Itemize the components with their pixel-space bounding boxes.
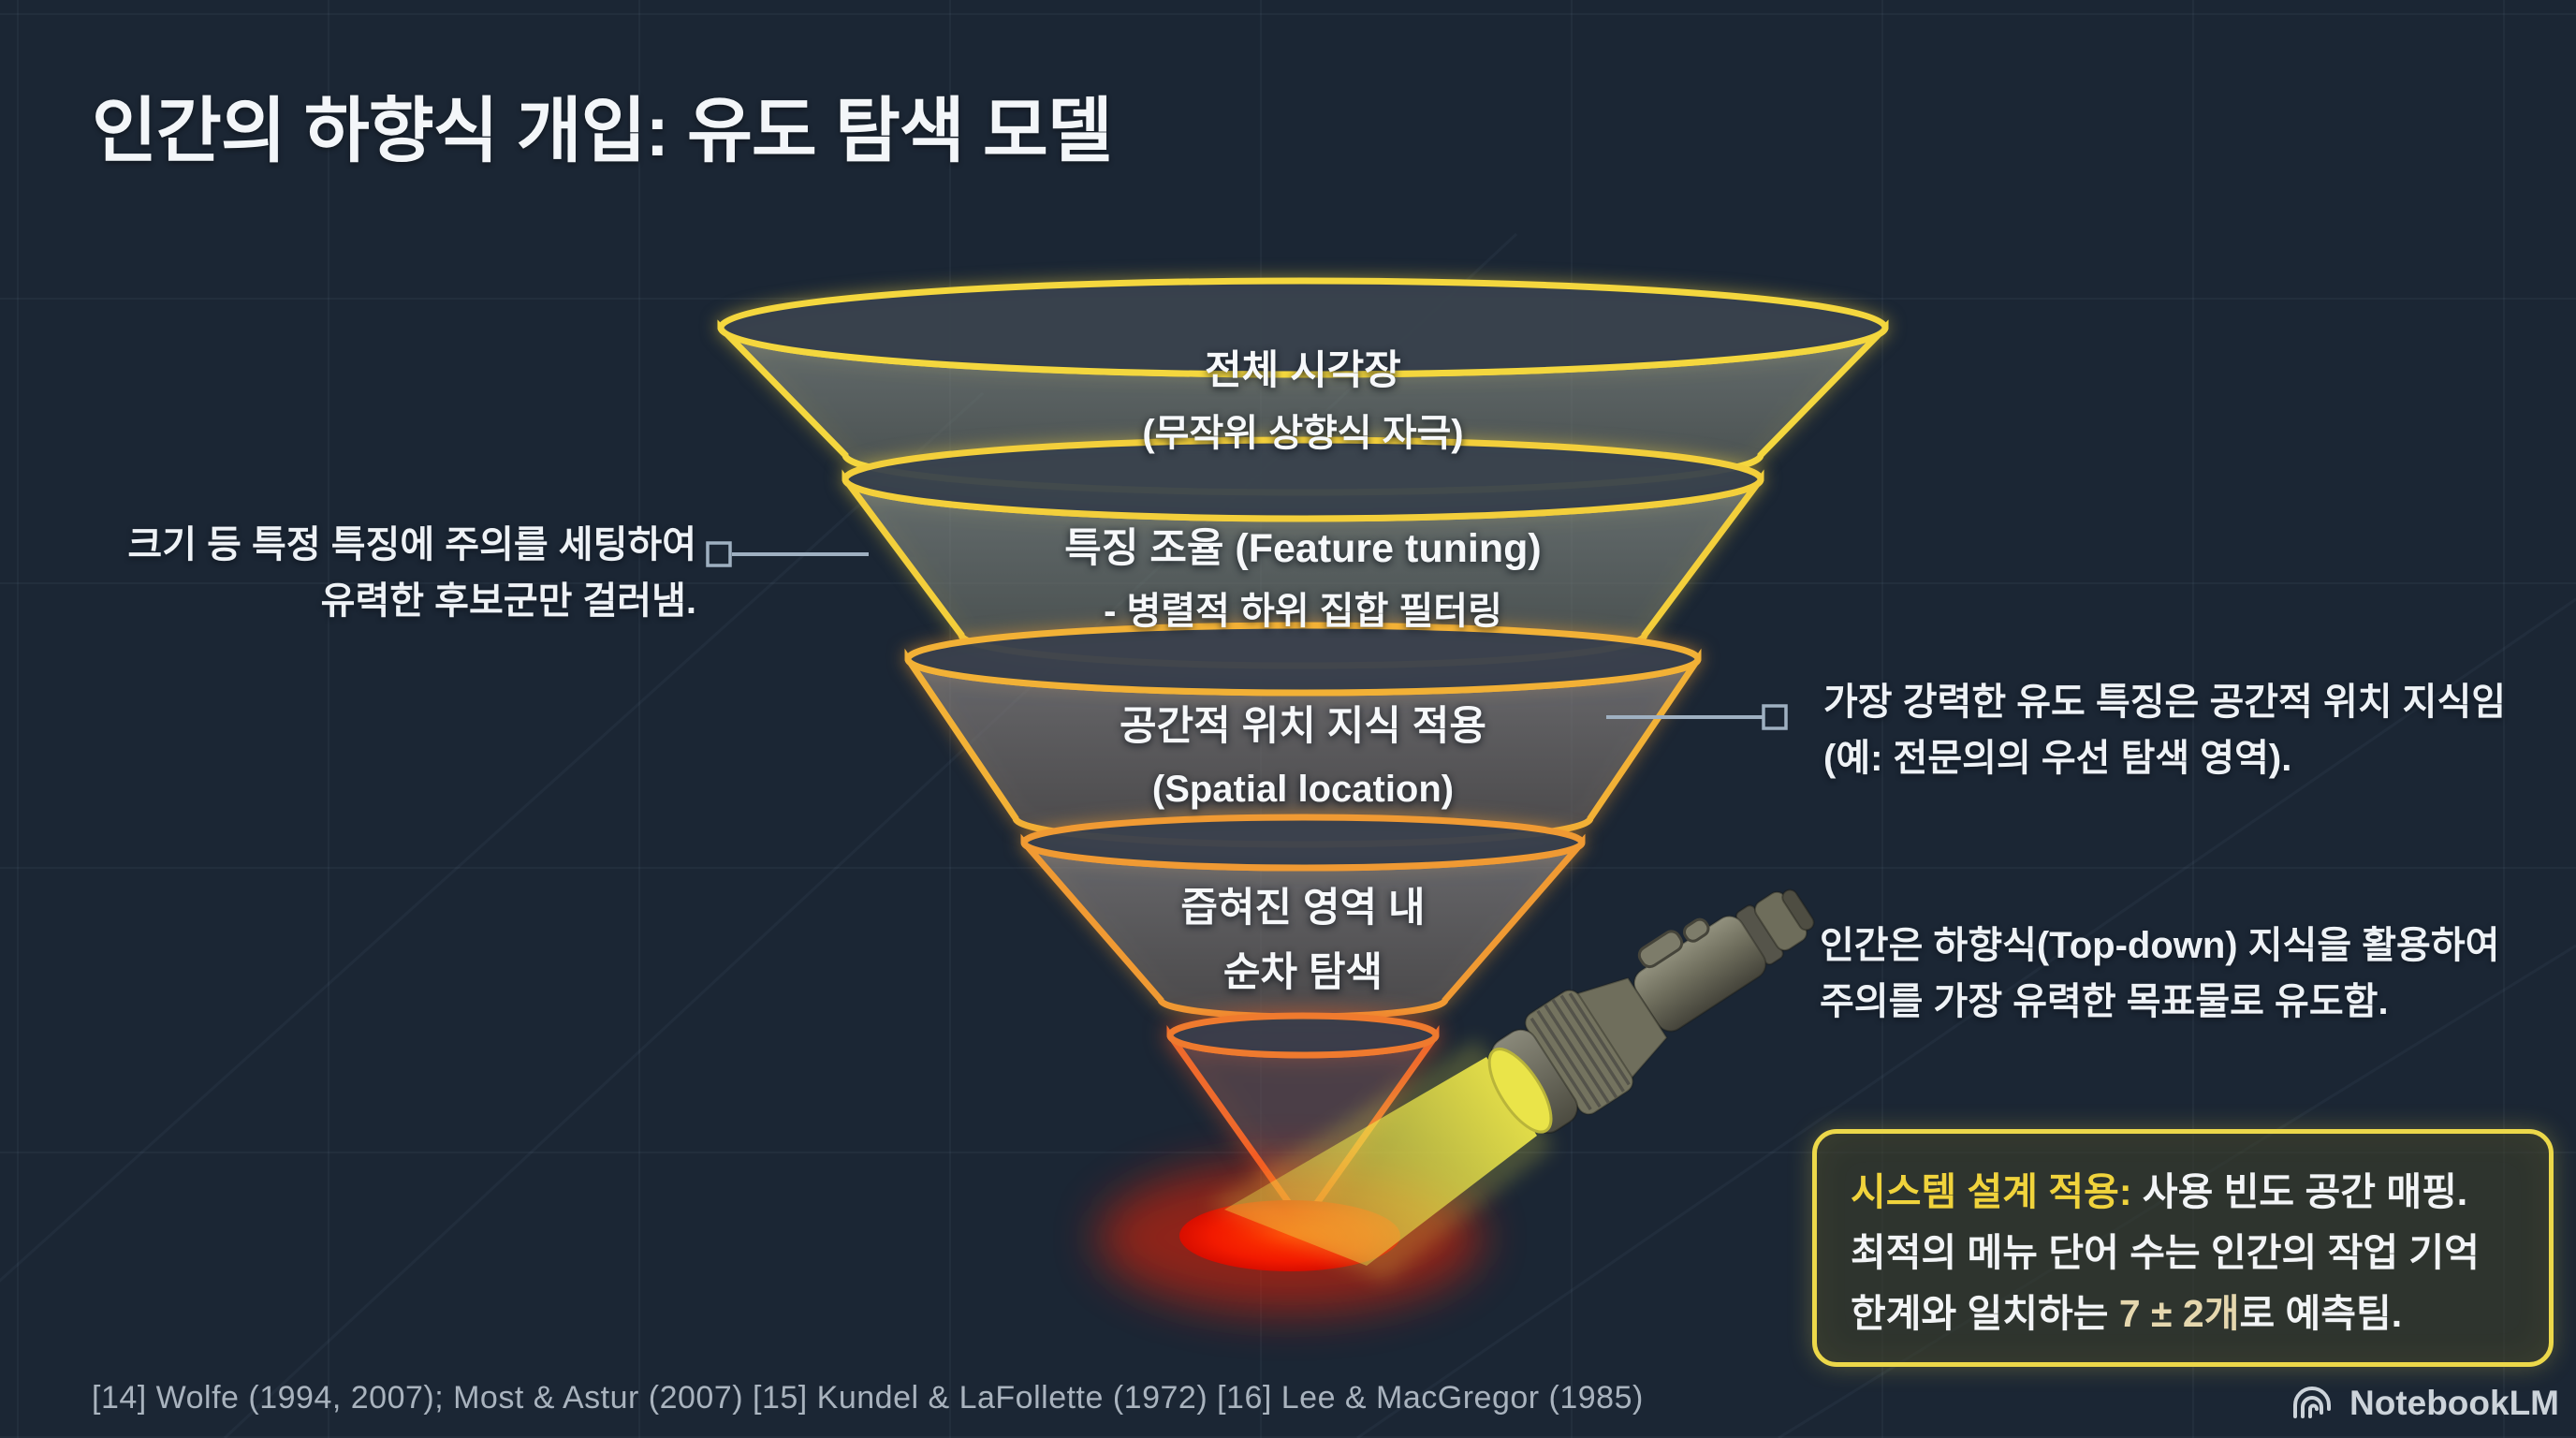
system-design-callout: 시스템 설계 적용: 사용 빈도 공간 매핑. 최적의 메뉴 단어 수는 인간의… xyxy=(1812,1129,2554,1367)
annotation-right-mid: 인간은 하향식(Top-down) 지식을 활용하여 주의를 가장 유력한 목표… xyxy=(1820,917,2499,1030)
funnel-layer-4-line1: 즙혀진 영역 내 xyxy=(1180,886,1426,931)
page-title: 인간의 하향식 개입: 유도 탐색 모델 xyxy=(92,92,1113,171)
annotation-right-top-line1: 가장 강력한 유도 특징은 공간적 위치 지식임 xyxy=(1823,682,2507,723)
callout-line3: 한계와 일치하는 7 ± 2개로 예측팀. xyxy=(1851,1284,2515,1344)
callout-line2: 최적의 메뉴 단어 수는 인간의 작업 기억 xyxy=(1851,1230,2480,1274)
right-connector xyxy=(1606,704,1788,730)
flashlight xyxy=(1487,888,1815,1135)
funnel-layer-4-label: 즙혀진 영역 내 순차 탐색 xyxy=(882,876,1724,1005)
funnel-layer-4 xyxy=(1020,814,1586,1020)
notebooklm-label: NotebookLM xyxy=(2349,1384,2559,1422)
notebooklm-logo-icon xyxy=(2292,1387,2331,1418)
funnel-layer-2 xyxy=(842,436,1764,669)
funnel-layer-2-line1: 특징 조율 (Feature tuning) xyxy=(1064,526,1542,571)
left-connector xyxy=(706,541,869,567)
funnel-cone-tip xyxy=(1166,1012,1440,1229)
callout-line3-post: 로 예측팀. xyxy=(2239,1291,2403,1335)
funnel-layer-2-line2: - 병렬적 하위 집합 필터링 xyxy=(1104,590,1502,632)
funnel-layer-1-line2: (무작위 상향식 자극) xyxy=(1142,412,1464,454)
annotation-left: 크기 등 특정 특징에 주의를 세팅하여 유력한 후보군만 걸러냄. xyxy=(75,517,696,629)
funnel-layer-2-label: 특징 조율 (Feature tuning) - 병렬적 하위 집합 필터링 xyxy=(882,517,1724,641)
funnel-layer-3 xyxy=(904,622,1702,848)
callout-label: 시스템 설계 적용: xyxy=(1851,1170,2132,1213)
funnel-layer-3-label: 공간적 위치 지식 적용 (Spatial location) xyxy=(882,695,1724,819)
funnel-layer-1-line1: 전체 시각장 xyxy=(1205,348,1401,393)
callout-line1: 시스템 설계 적용: 사용 빈도 공간 매핑. xyxy=(1851,1162,2515,1223)
annotation-right-top-line2: (예: 전문의의 우선 탐색 영역). xyxy=(1823,738,2292,779)
flashlight-beam xyxy=(1224,1057,1537,1266)
funnel-layer-3-line2: (Spatial location) xyxy=(1151,768,1455,810)
funnel-layer-1-label: 전체 시각장 (무작위 상향식 자극) xyxy=(882,339,1724,463)
annotation-left-line1: 크기 등 특정 특징에 주의를 세팅하여 xyxy=(127,524,696,565)
annotation-right-mid-line1: 인간은 하향식(Top-down) 지식을 활용하여 xyxy=(1820,925,2500,966)
funnel-layer-3-line1: 공간적 위치 지식 적용 xyxy=(1120,704,1486,749)
citation: [14] Wolfe (1994, 2007); Most & Astur (2… xyxy=(92,1380,1644,1416)
annotation-left-line2: 유력한 후보군만 걸러냄. xyxy=(320,580,696,622)
callout-line3-pre: 한계와 일치하는 xyxy=(1851,1291,2119,1335)
callout-line3-highlight: 7 ± 2개 xyxy=(2118,1291,2240,1335)
annotation-right-mid-line2: 주의를 가장 유력한 목표물로 유도함. xyxy=(1820,981,2389,1022)
callout-line1-rest: 사용 빈도 공간 매핑. xyxy=(2131,1170,2468,1213)
notebooklm-brand: NotebookLM xyxy=(2291,1384,2559,1423)
annotation-right-top: 가장 강력한 유도 특징은 공간적 위치 지식임 (예: 전문의의 우선 탐색 … xyxy=(1823,674,2506,786)
funnel-layer-4-line2: 순차 탐색 xyxy=(1222,949,1383,995)
